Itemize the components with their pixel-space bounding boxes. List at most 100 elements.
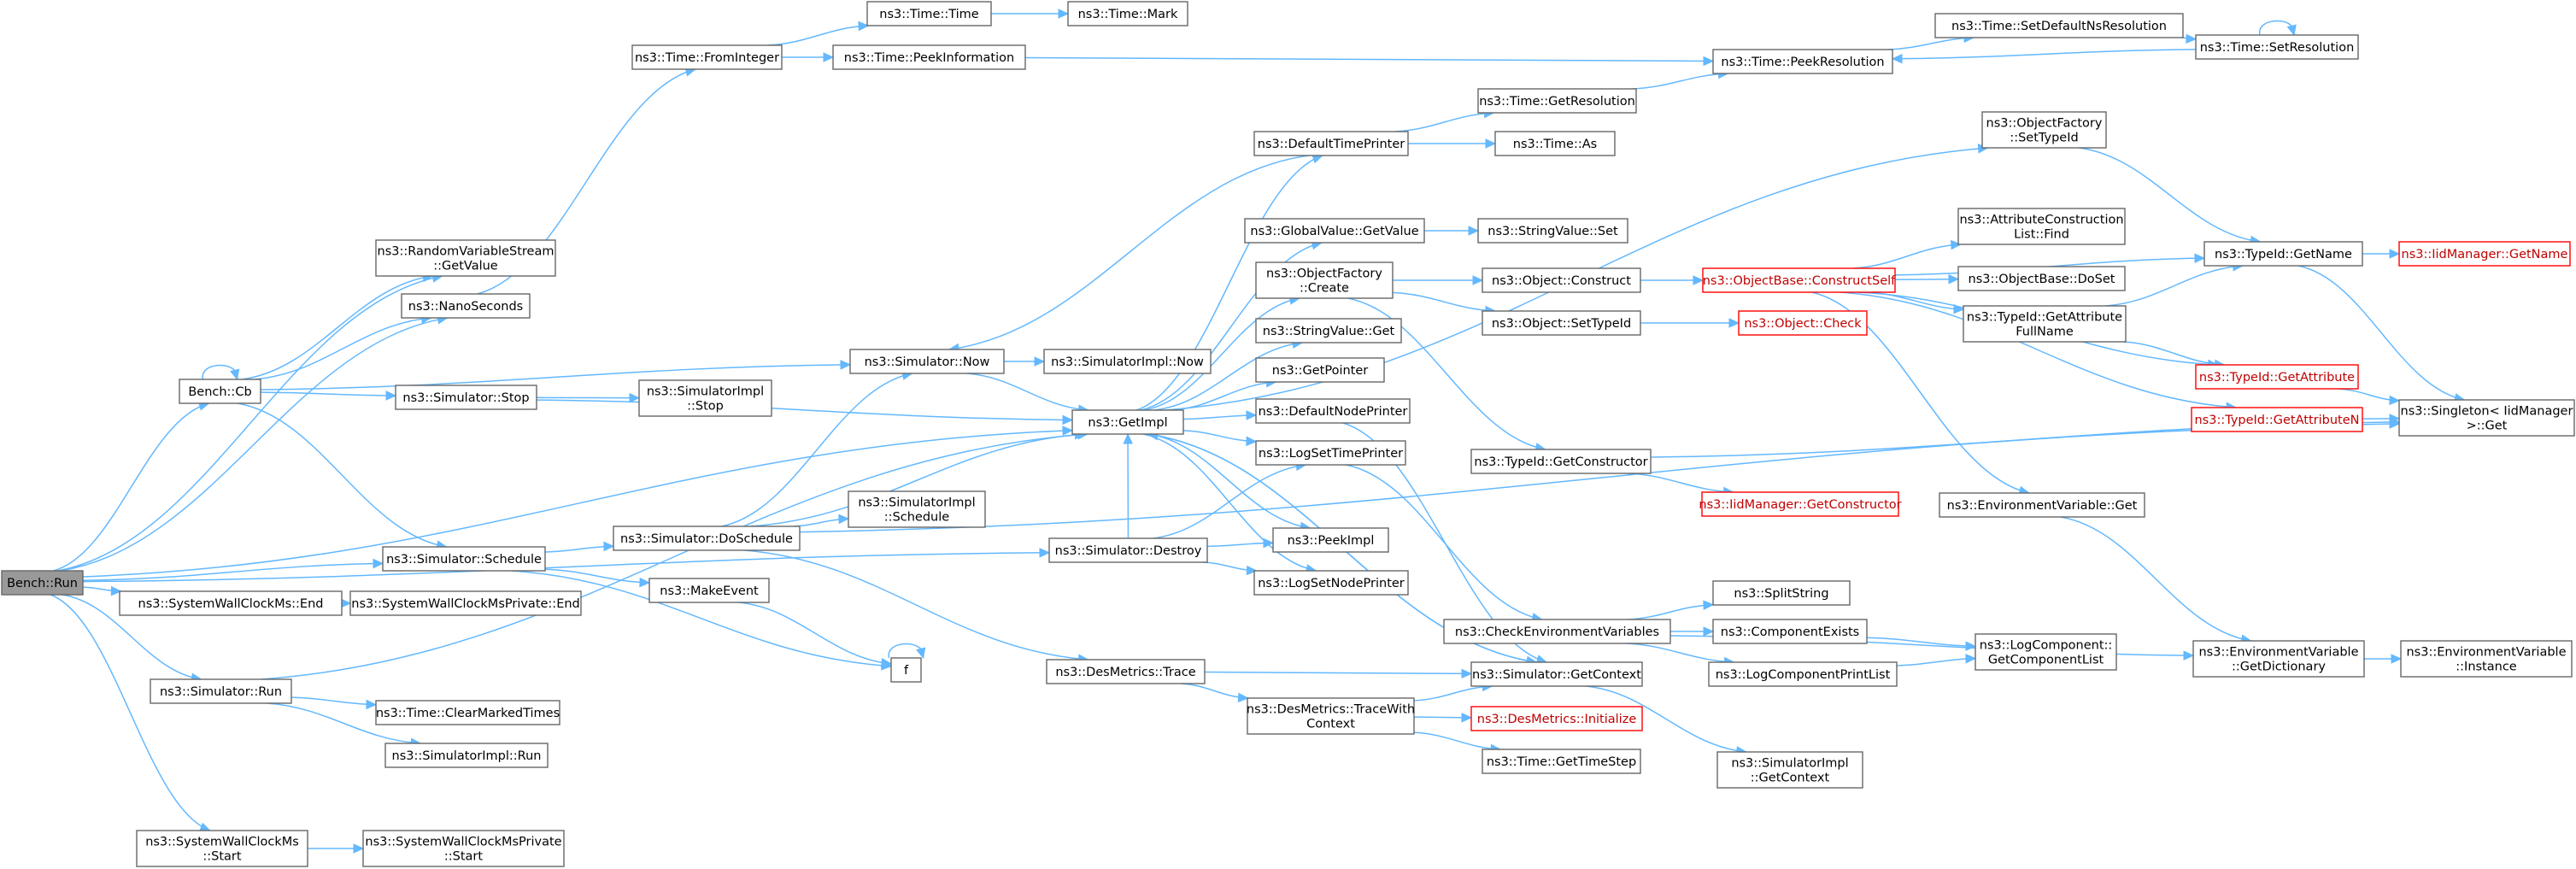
node-box[interactable] (1244, 218, 1425, 244)
node-systemwallclockmsprivate-end[interactable]: ns3::SystemWallClockMsPrivate::End (349, 590, 582, 616)
node-peekimpl[interactable]: ns3::PeekImpl (1272, 527, 1389, 553)
node-box[interactable] (1048, 537, 1208, 563)
node-objectfactory-create[interactable]: ns3::ObjectFactory::Create (1255, 261, 1394, 299)
node-checkenvironmentvariables[interactable]: ns3::CheckEnvironmentVariables (1443, 619, 1671, 644)
node-typeid-getattributen[interactable]: ns3::TypeId::GetAttributeN (2191, 407, 2363, 432)
node-box[interactable] (1470, 449, 1652, 474)
node-box[interactable] (1272, 527, 1389, 553)
node-objectfactory-settypeid[interactable]: ns3::ObjectFactory::SetTypeId (1981, 111, 2107, 149)
node-box[interactable] (1957, 208, 2126, 245)
node-box[interactable] (849, 349, 1005, 374)
node-simulator-run[interactable]: ns3::Simulator::Run (150, 678, 292, 704)
node-box[interactable] (1046, 659, 1206, 684)
node-logsettimeprinter[interactable]: ns3::LogSetTimePrinter (1255, 440, 1406, 466)
node-rvs-getvalue[interactable]: ns3::RandomVariableStream::GetValue (375, 239, 556, 277)
node-box[interactable] (2400, 640, 2573, 678)
node-box[interactable] (1975, 633, 2117, 671)
node-box[interactable] (638, 379, 772, 417)
node-simulatorimpl-run[interactable]: ns3::SimulatorImpl::Run (384, 743, 549, 768)
node-environmentvariable-instance[interactable]: ns3::EnvironmentVariable::Instance (2400, 640, 2573, 678)
node-splitstring[interactable]: ns3::SplitString (1712, 580, 1851, 606)
node-bench-cb[interactable]: Bench::Cb (179, 379, 261, 404)
node-simulator-doschedule[interactable]: ns3::Simulator::DoSchedule (613, 526, 801, 551)
node-box[interactable] (866, 1, 992, 26)
node-bench-run[interactable]: Bench::Run (1, 570, 84, 596)
node-logcomponent-getcomponentlist[interactable]: ns3::LogComponent::GetComponentList (1975, 633, 2117, 671)
node-box[interactable] (631, 44, 783, 70)
node-object-check[interactable]: ns3::Object::Check (1738, 310, 1868, 336)
node-logcomponentprintlist[interactable]: ns3::LogComponentPrintList (1708, 661, 1898, 687)
node-box[interactable] (1255, 398, 1411, 424)
node-objectbase-doset[interactable]: ns3::ObjectBase::DoSet (1957, 266, 2126, 291)
node-box[interactable] (2398, 399, 2575, 437)
node-box[interactable] (1494, 131, 1616, 156)
node-box[interactable] (1939, 492, 2145, 518)
node-box[interactable] (1443, 619, 1671, 644)
node-time-peekinformation[interactable]: ns3::Time::PeekInformation (832, 44, 1026, 70)
node-makeevent[interactable]: ns3::MakeEvent (648, 578, 770, 603)
node-time-gettimestep[interactable]: ns3::Time::GetTimeStep (1482, 749, 1641, 774)
node-box[interactable] (1470, 661, 1643, 687)
node-time-as[interactable]: ns3::Time::As (1494, 131, 1616, 156)
node-systemwallclockms-start[interactable]: ns3::SystemWallClockMs::Start (136, 830, 308, 867)
node-time-mark[interactable]: ns3::Time::Mark (1067, 1, 1188, 26)
node-systemwallclockmsprivate-start[interactable]: ns3::SystemWallClockMsPrivate::Start (362, 830, 565, 867)
node-box[interactable] (1708, 661, 1898, 687)
node-getpointer[interactable]: ns3::GetPointer (1255, 357, 1385, 383)
node-simulatorimpl-stop[interactable]: ns3::SimulatorImpl::Stop (638, 379, 772, 417)
node-box[interactable] (375, 700, 560, 725)
node-defaulttimeprinter[interactable]: ns3::DefaultTimePrinter (1253, 131, 1409, 156)
node-box[interactable] (1477, 218, 1628, 244)
node-stringvalue-get[interactable]: ns3::StringValue::Get (1255, 318, 1402, 343)
node-box[interactable] (395, 385, 537, 410)
node-box[interactable] (136, 830, 308, 867)
node-time-clearmarkedtimes[interactable]: ns3::Time::ClearMarkedTimes (375, 700, 560, 725)
node-box[interactable] (1738, 310, 1868, 336)
node-box[interactable] (832, 44, 1026, 70)
node-simulatorimpl-now[interactable]: ns3::SimulatorImpl::Now (1043, 349, 1212, 374)
node-box[interactable] (1702, 267, 1896, 293)
node-iidmanager-getconstructor[interactable]: ns3::IidManager::GetConstructor (1699, 491, 1902, 517)
node-box[interactable] (1712, 49, 1893, 74)
node-logsetnodeprinter[interactable]: ns3::LogSetNodePrinter (1253, 570, 1409, 596)
node-box[interactable] (1957, 266, 2126, 291)
node-box[interactable] (1255, 318, 1402, 343)
node-defaultnodeprinter[interactable]: ns3::DefaultNodePrinter (1255, 398, 1411, 424)
node-object-construct[interactable]: ns3::Object::Construct (1482, 267, 1641, 293)
node-box[interactable] (1963, 305, 2127, 343)
node-componentexists[interactable]: ns3::ComponentExists (1712, 619, 1868, 644)
node-box[interactable] (382, 546, 546, 572)
node-box[interactable] (1253, 131, 1409, 156)
node-box[interactable] (1981, 111, 2107, 149)
node-box[interactable] (2195, 364, 2359, 390)
node-box[interactable] (1043, 349, 1212, 374)
node-systemwallclockms-end[interactable]: ns3::SystemWallClockMs::End (119, 590, 343, 616)
node-box[interactable] (1253, 570, 1409, 596)
node-environmentvariable-get[interactable]: ns3::EnvironmentVariable::Get (1939, 492, 2145, 518)
node-box[interactable] (375, 239, 556, 277)
node-time-frominteger[interactable]: ns3::Time::FromInteger (631, 44, 783, 70)
node-getimpl[interactable]: ns3::GetImpl (1071, 409, 1184, 435)
node-simulator-schedule[interactable]: ns3::Simulator::Schedule (382, 546, 546, 572)
node-time-time[interactable]: ns3::Time::Time (866, 1, 992, 26)
node-box[interactable] (1712, 619, 1868, 644)
node-box[interactable] (1255, 261, 1394, 299)
node-box[interactable] (1716, 751, 1863, 789)
node-time-peekresolution[interactable]: ns3::Time::PeekResolution (1712, 49, 1893, 74)
node-box[interactable] (1067, 1, 1188, 26)
node-box[interactable] (1071, 409, 1184, 435)
node-simulator-stop[interactable]: ns3::Simulator::Stop (395, 385, 537, 410)
node-box[interactable] (179, 379, 261, 404)
node-box[interactable] (1470, 706, 1643, 731)
node-box[interactable] (1934, 13, 2184, 38)
node-typeid-getconstructor[interactable]: ns3::TypeId::GetConstructor (1470, 449, 1652, 474)
node-globalvalue-getvalue[interactable]: ns3::GlobalValue::GetValue (1244, 218, 1425, 244)
node-desmetrics-initialize[interactable]: ns3::DesMetrics::Initialize (1470, 706, 1643, 731)
node-box[interactable] (1247, 697, 1415, 735)
node-simulatorimpl-schedule[interactable]: ns3::SimulatorImpl::Schedule (848, 490, 986, 528)
node-box[interactable] (384, 743, 549, 768)
node-simulator-getcontext[interactable]: ns3::Simulator::GetContext (1470, 661, 1643, 687)
node-box[interactable] (150, 678, 292, 704)
